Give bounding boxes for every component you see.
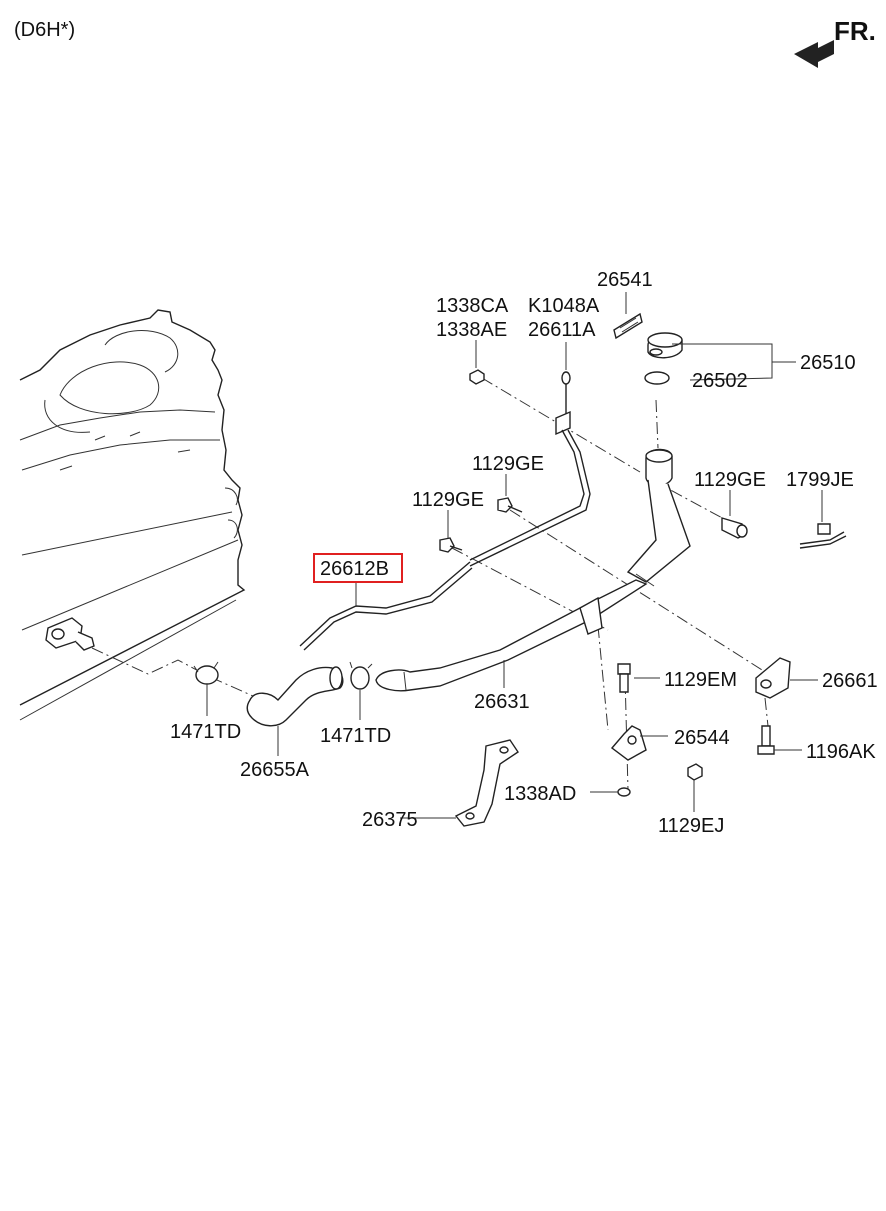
filler-neck-assembly: [626, 332, 691, 587]
gasket-26541: [613, 312, 643, 340]
label-26375[interactable]: 26375: [362, 809, 418, 831]
label-26655A[interactable]: 26655A: [240, 759, 310, 781]
label-1129EM[interactable]: 1129EM: [664, 669, 737, 691]
bracket-26661: [755, 657, 791, 699]
direction-label: FR.: [834, 16, 876, 46]
label-1196AK[interactable]: 1196AK: [806, 741, 876, 763]
engine-outlet-fitting: [45, 617, 95, 651]
nut-1338CA: [469, 369, 485, 385]
label-26631[interactable]: 26631: [474, 691, 530, 713]
label-26612B[interactable]: 26612B: [320, 558, 389, 580]
label-K1048A[interactable]: K1048A: [528, 295, 600, 317]
engine-block: [19, 309, 246, 721]
washer-1338AD: [617, 787, 631, 797]
label-26510[interactable]: 26510: [800, 352, 856, 374]
label-1338AE[interactable]: 1338AE: [436, 319, 507, 341]
label-1471TD-left[interactable]: 1471TD: [170, 721, 241, 743]
hose-26655A: [246, 666, 344, 727]
tie-wrap-1799JE: [799, 523, 847, 549]
label-26661[interactable]: 26661: [822, 670, 878, 692]
front-arrow-icon: [794, 40, 834, 68]
label-26502[interactable]: 26502: [692, 370, 748, 392]
label-1129EJ[interactable]: 1129EJ: [658, 815, 724, 837]
label-26541[interactable]: 26541: [597, 269, 653, 291]
label-1471TD-right[interactable]: 1471TD: [320, 725, 391, 747]
nut-1129EJ: [687, 763, 703, 781]
clamps-1471TD: [193, 661, 373, 690]
bracket-26375: [454, 739, 519, 827]
variant-label: (D6H*): [14, 19, 75, 41]
label-1799JE[interactable]: 1799JE: [786, 469, 854, 491]
label-26611A[interactable]: 26611A: [528, 319, 596, 341]
label-1338AD[interactable]: 1338AD: [504, 783, 576, 805]
label-1338CA[interactable]: 1338CA: [436, 295, 509, 317]
label-1129GE-right[interactable]: 1129GE: [694, 469, 766, 491]
highlight-box: [313, 553, 403, 583]
tube-26631: [375, 579, 648, 692]
leader-lines: [206, 292, 823, 819]
bolt-1196AK: [757, 725, 775, 755]
bolt-1129EM: [617, 663, 631, 693]
label-1129GE-left[interactable]: 1129GE: [412, 489, 484, 511]
tube-26612B: [299, 561, 473, 651]
dipstick-tube: [469, 371, 591, 567]
bolts-1129GE: [439, 497, 748, 553]
bracket-26544: [610, 725, 647, 761]
label-26544[interactable]: 26544: [674, 727, 730, 749]
label-1129GE-top[interactable]: 1129GE: [472, 453, 544, 475]
